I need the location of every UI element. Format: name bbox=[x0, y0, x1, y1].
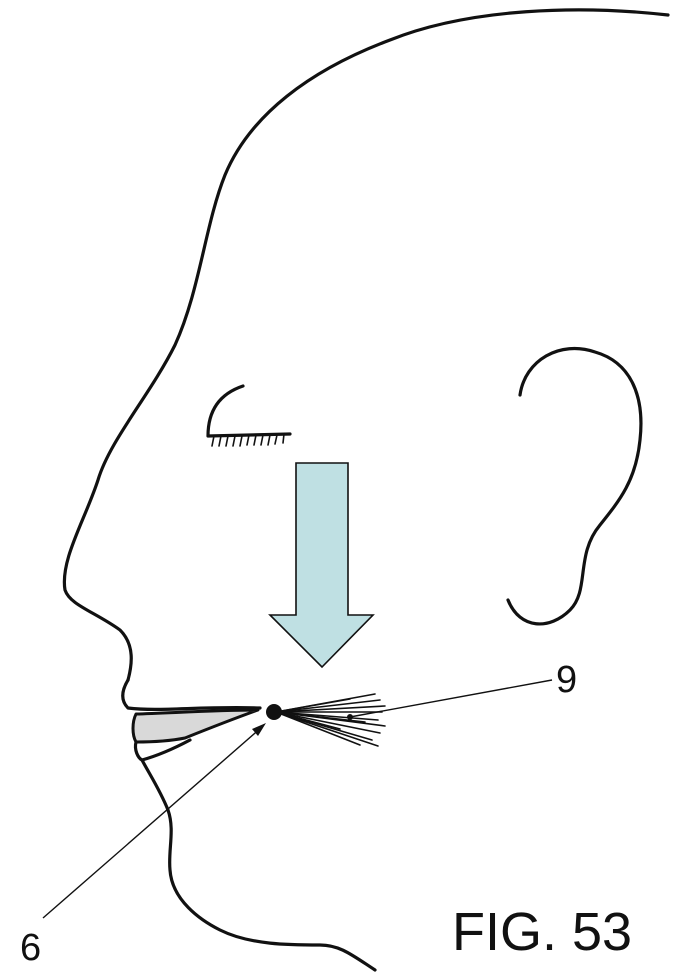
figure-caption: FIG. 53 bbox=[452, 902, 632, 962]
insertion-point bbox=[266, 704, 282, 720]
face-profile-outline bbox=[64, 10, 668, 680]
downward-arrow bbox=[270, 463, 373, 667]
fiber-bundle bbox=[276, 694, 385, 746]
chin-neck-outline bbox=[142, 760, 375, 970]
lip-gap bbox=[133, 710, 258, 742]
closed-eye bbox=[208, 386, 290, 436]
upper-lip bbox=[123, 680, 260, 709]
reference-label-9: 9 bbox=[556, 659, 577, 701]
ear bbox=[508, 349, 641, 624]
leader-line-9 bbox=[350, 680, 552, 717]
reference-label-6: 6 bbox=[20, 927, 41, 969]
